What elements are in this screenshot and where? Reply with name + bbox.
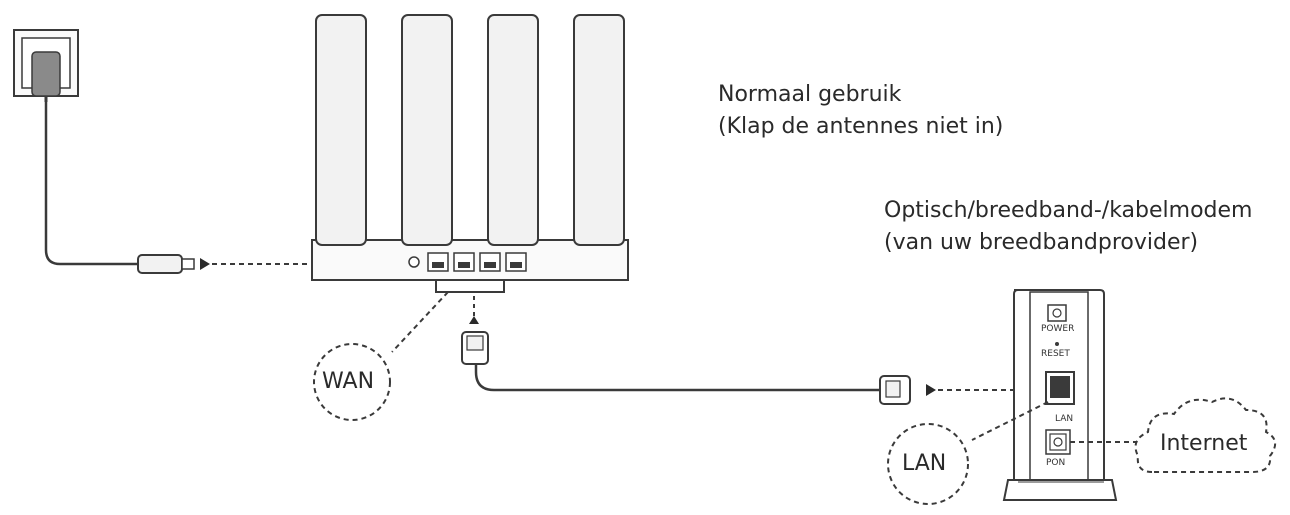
internet-cloud bbox=[1070, 397, 1277, 473]
router-power-port bbox=[408, 256, 420, 268]
modem-power-label: POWER bbox=[1041, 324, 1075, 334]
ethernet-cable bbox=[461, 296, 1044, 405]
modem-subtitle: (van uw breedbandprovider) bbox=[884, 230, 1199, 255]
wan-label: WAN bbox=[322, 369, 375, 394]
modem-reset-label: RESET bbox=[1041, 349, 1070, 359]
power-cable bbox=[44, 102, 312, 274]
antenna-3 bbox=[487, 14, 539, 246]
lan-callout bbox=[887, 401, 1049, 505]
internet-label: Internet bbox=[1160, 431, 1248, 456]
router bbox=[311, 14, 629, 293]
antenna-1 bbox=[315, 14, 367, 246]
wall-socket-adapter bbox=[13, 29, 79, 102]
normal-use-title: Normaal gebruik bbox=[718, 82, 902, 107]
modem-pon-label: PON bbox=[1046, 458, 1066, 468]
modem-title: Optisch/breedband-/kabelmodem bbox=[884, 198, 1253, 223]
wan-callout bbox=[313, 291, 449, 421]
antenna-2 bbox=[401, 14, 453, 246]
lan-label: LAN bbox=[902, 451, 947, 476]
modem bbox=[1002, 289, 1118, 501]
normal-use-subtitle: (Klap de antennes niet in) bbox=[718, 114, 1004, 139]
antenna-4 bbox=[573, 14, 625, 246]
modem-lan-label: LAN bbox=[1055, 414, 1074, 424]
